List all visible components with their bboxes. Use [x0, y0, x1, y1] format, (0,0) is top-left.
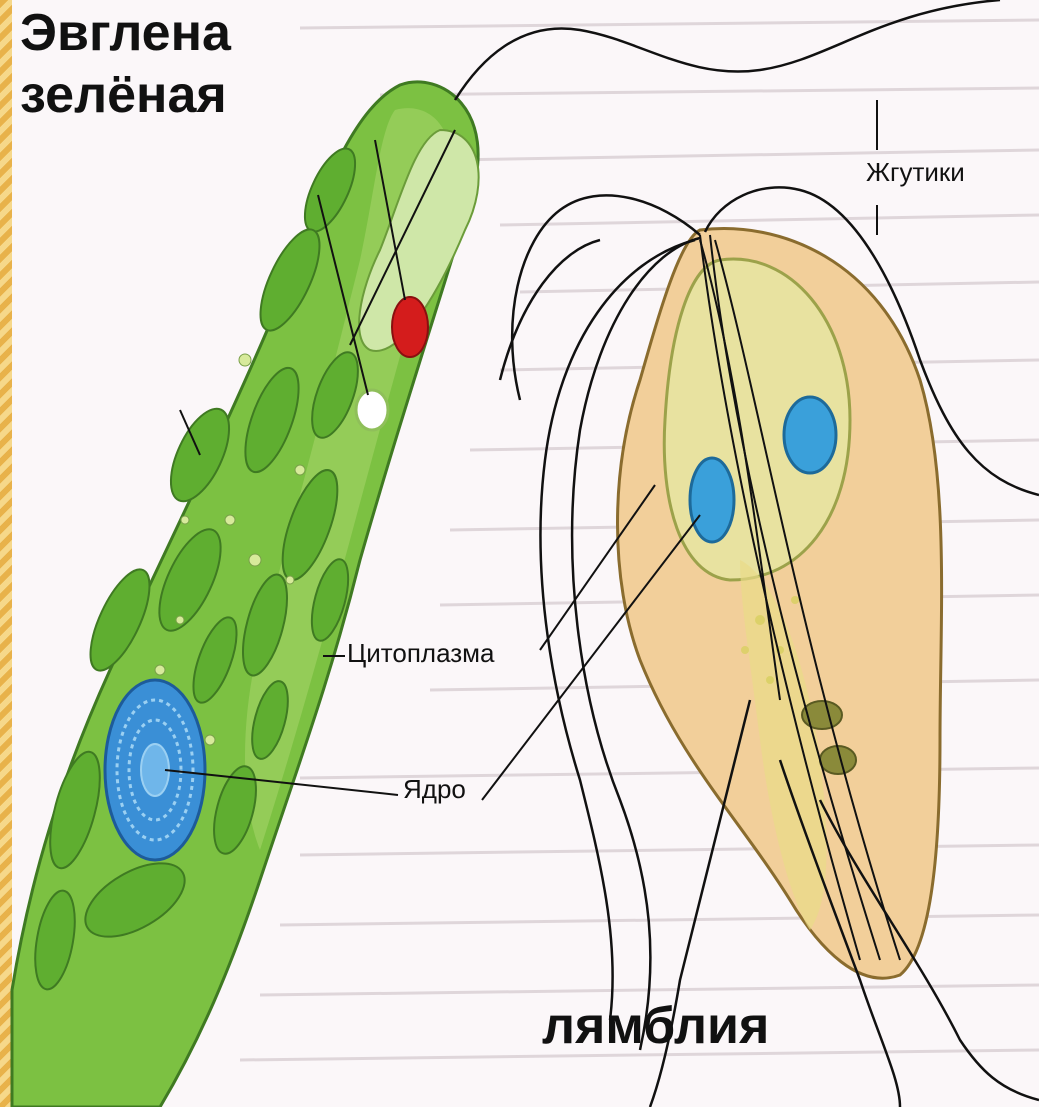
giardia-title: лямблия — [542, 996, 769, 1056]
euglena-nucleus — [105, 680, 205, 860]
giardia-nucleus-left — [690, 458, 734, 542]
flagella-label: Жгутики — [866, 157, 965, 188]
contractile-vacuole — [356, 390, 388, 430]
giardia-nucleus-right — [784, 397, 836, 473]
cytoplasm-label: Цитоплазма — [347, 638, 495, 669]
euglena-flagellum — [455, 0, 1000, 100]
euglena-title-line1: Эвглена — [20, 2, 231, 64]
euglena-title-line2: зелёная — [20, 64, 231, 126]
giardia-cell — [500, 187, 1039, 1107]
euglena-title: Эвглена зелёная — [20, 2, 231, 126]
nucleus-label: Ядро — [403, 774, 466, 805]
eyespot — [392, 297, 428, 357]
